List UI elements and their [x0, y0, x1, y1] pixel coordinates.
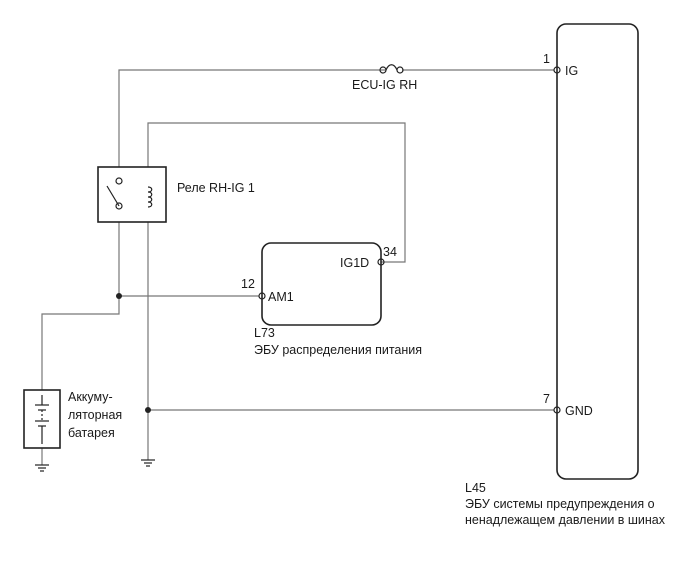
pin-gnd-icon	[553, 406, 561, 414]
ecu-l73-name: ЭБУ распределения питания	[254, 343, 422, 357]
battery-label-line3: батарея	[68, 426, 115, 440]
battery-label-line2: ляторная	[68, 408, 122, 422]
pin-gnd-number: 7	[543, 392, 550, 406]
relay-label: Реле RH-IG 1	[177, 181, 255, 195]
battery-label-line1: Аккуму-	[68, 390, 113, 404]
ecu-l73-code: L73	[254, 326, 275, 340]
pin-ig1d-name: IG1D	[340, 256, 369, 270]
ecu-l45-code: L45	[465, 481, 486, 495]
ground-icon	[141, 459, 155, 467]
ecu-l73-box	[261, 242, 382, 326]
pin-ig1d-number: 34	[383, 245, 397, 259]
fuse-label: ECU-IG RH	[352, 78, 417, 92]
ecu-l45-box	[556, 23, 639, 480]
wire-battery-line	[41, 296, 120, 390]
relay-box	[97, 166, 167, 223]
pin-ig1d-icon	[377, 258, 385, 266]
wire-ig1d-line	[147, 122, 406, 263]
pin-gnd-name: GND	[565, 404, 593, 418]
switch-arm-icon	[106, 185, 120, 207]
ecu-l45-name-line1: ЭБУ системы предупреждения о	[465, 497, 655, 511]
ground-icon	[35, 464, 49, 472]
junction-dot	[145, 407, 151, 413]
fuse-ecu-ig-rh	[379, 64, 404, 74]
relay-coil-icon	[147, 186, 153, 208]
ecu-l45	[553, 23, 639, 480]
ecu-l73	[258, 242, 385, 326]
switch-contact-icon	[115, 177, 123, 185]
pin-ig-number: 1	[543, 52, 550, 66]
junction-dot	[116, 293, 122, 299]
switch-contact-icon	[115, 202, 123, 210]
ecu-l45-name-line2: ненадлежащем давлении в шинах	[465, 513, 666, 527]
wire-ig-line	[118, 69, 386, 177]
pin-ig-icon	[553, 66, 561, 74]
pin-am1-name: AM1	[268, 290, 294, 304]
pin-am1-icon	[258, 292, 266, 300]
pin-ig-name: IG	[565, 64, 578, 78]
relay-rh-ig1	[97, 166, 167, 223]
pin-am1-number: 12	[241, 277, 255, 291]
wires	[41, 69, 554, 465]
fuse-icon	[385, 64, 398, 71]
battery	[23, 389, 61, 449]
